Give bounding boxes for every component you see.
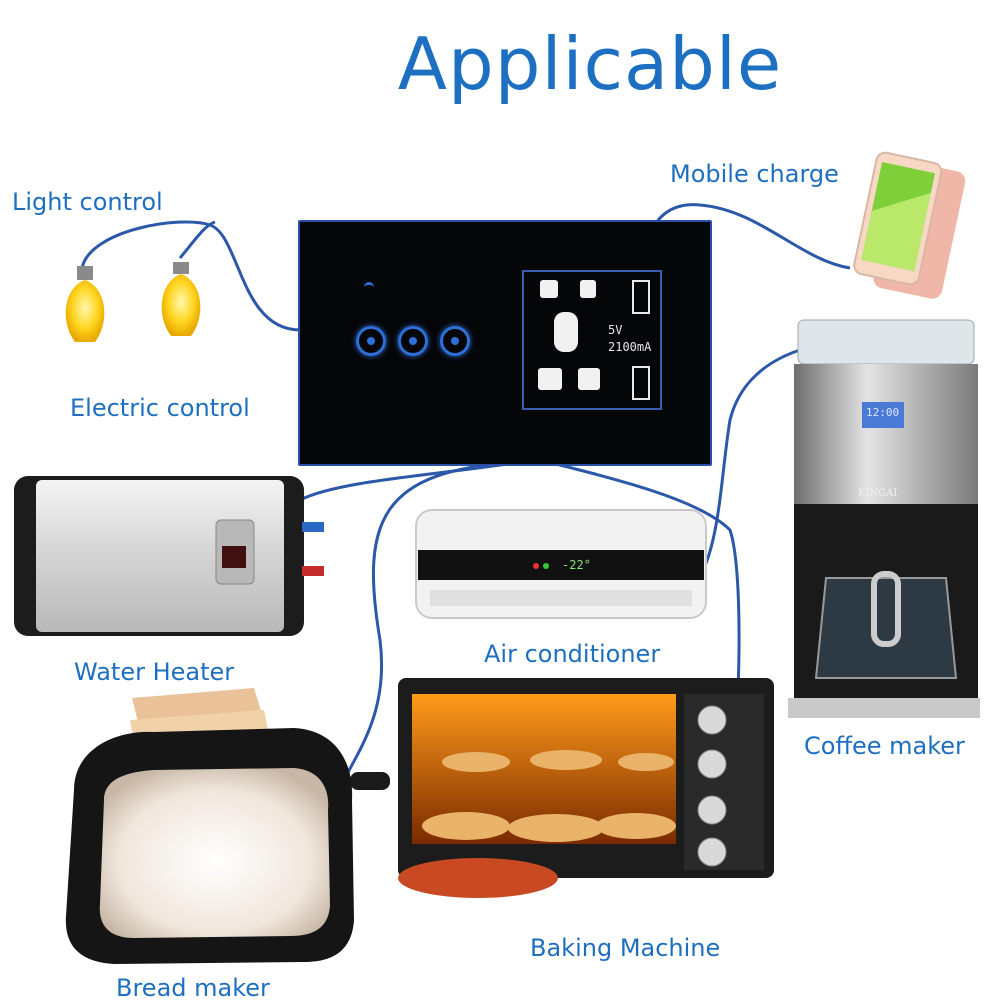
bulb-icon xyxy=(161,262,201,336)
universal-socket xyxy=(522,270,662,410)
socket-hole xyxy=(578,368,600,390)
spec-voltage: 5V xyxy=(608,323,623,337)
socket-hole xyxy=(554,312,578,352)
touch-button-2[interactable] xyxy=(398,326,428,356)
page-title: Applicable xyxy=(397,22,783,106)
coffee-maker-illustration xyxy=(788,319,980,718)
label-light-control: Light control xyxy=(12,188,163,216)
socket-hole xyxy=(580,280,596,298)
bulb-icon xyxy=(65,266,105,342)
smart-switch-panel: 5V 2100mA xyxy=(298,220,712,466)
label-water-heater: Water Heater xyxy=(74,658,235,686)
water-heater-illustration xyxy=(14,476,324,636)
coffee-brand-label: KINGAI xyxy=(858,488,898,499)
light-bulbs-illustration xyxy=(65,262,201,342)
usb-spec: 5V 2100mA xyxy=(608,322,651,356)
wire-coffee xyxy=(688,348,801,592)
bread-maker-illustration xyxy=(65,688,390,964)
label-electric-control: Electric control xyxy=(70,394,250,422)
socket-hole xyxy=(540,280,558,298)
label-mobile-charge: Mobile charge xyxy=(670,160,839,188)
touch-button-1[interactable] xyxy=(356,326,386,356)
baking-machine-illustration xyxy=(398,678,774,898)
air-conditioner-illustration xyxy=(415,509,707,619)
label-bread-maker: Bread maker xyxy=(116,974,270,1002)
wire-light-2 xyxy=(178,220,216,259)
ac-temperature-display: -22° xyxy=(562,558,591,572)
label-coffee-maker: Coffee maker xyxy=(804,732,965,760)
spec-current: 2100mA xyxy=(608,340,652,354)
wire-bread xyxy=(338,460,521,791)
usb-port-icon xyxy=(632,280,650,314)
wire-oven xyxy=(539,458,741,691)
wifi-icon xyxy=(364,282,374,293)
socket-hole xyxy=(538,368,562,390)
phones-illustration xyxy=(853,151,966,299)
touch-button-3[interactable] xyxy=(440,326,470,356)
label-air-conditioner: Air conditioner xyxy=(484,640,661,668)
coffee-display: 12:00 xyxy=(866,406,900,419)
label-baking-machine: Baking Machine xyxy=(530,934,721,962)
usb-port-icon xyxy=(632,366,650,400)
